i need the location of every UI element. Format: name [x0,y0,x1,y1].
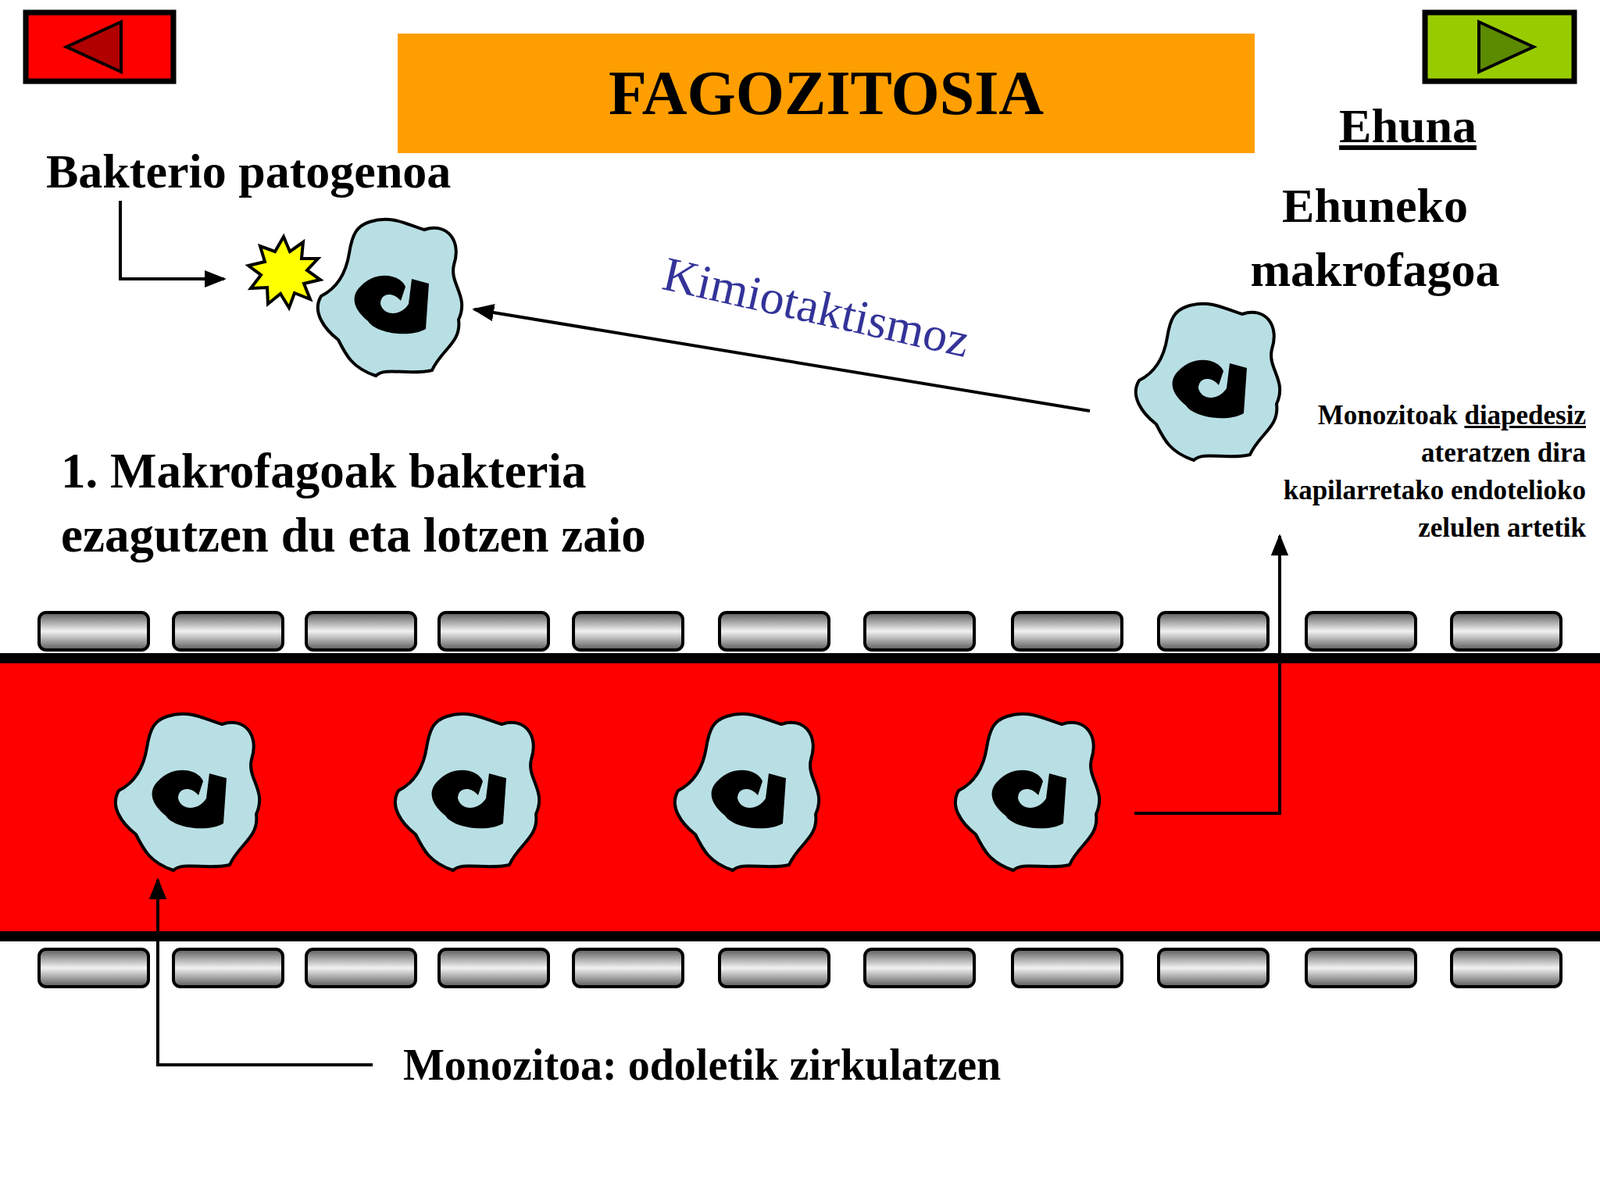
note-label: Monozitoa: odoletik zirkulatzen [403,1039,1107,1092]
title-banner: FAGOZITOSIA [397,33,1255,154]
note-label: Ehuna [1289,96,1527,155]
note-label: 1. Makrofagoak bakteria ezagutzen du eta… [60,439,749,568]
macrophage-cell [317,219,462,376]
diapedesis-arrow [1134,535,1280,814]
next-button [1425,12,1575,82]
note-label: Ehuneko makrofagoa [1164,173,1586,302]
monocyte-cells [115,714,1100,871]
blood-vessel [0,653,1600,942]
back-button [25,12,174,82]
leader-line [157,879,373,1065]
leader-line [120,200,225,279]
note-label: Bakterio patogenoa [46,142,547,200]
note-label: Monozitoak diapedesiz ateratzen dira kap… [1257,396,1586,547]
note-label: Kimiotaktismoz [615,235,1018,379]
title: FAGOZITOSIA [608,57,1044,129]
bacterium-symbol [248,236,321,308]
macrophage-cell [1135,303,1280,461]
